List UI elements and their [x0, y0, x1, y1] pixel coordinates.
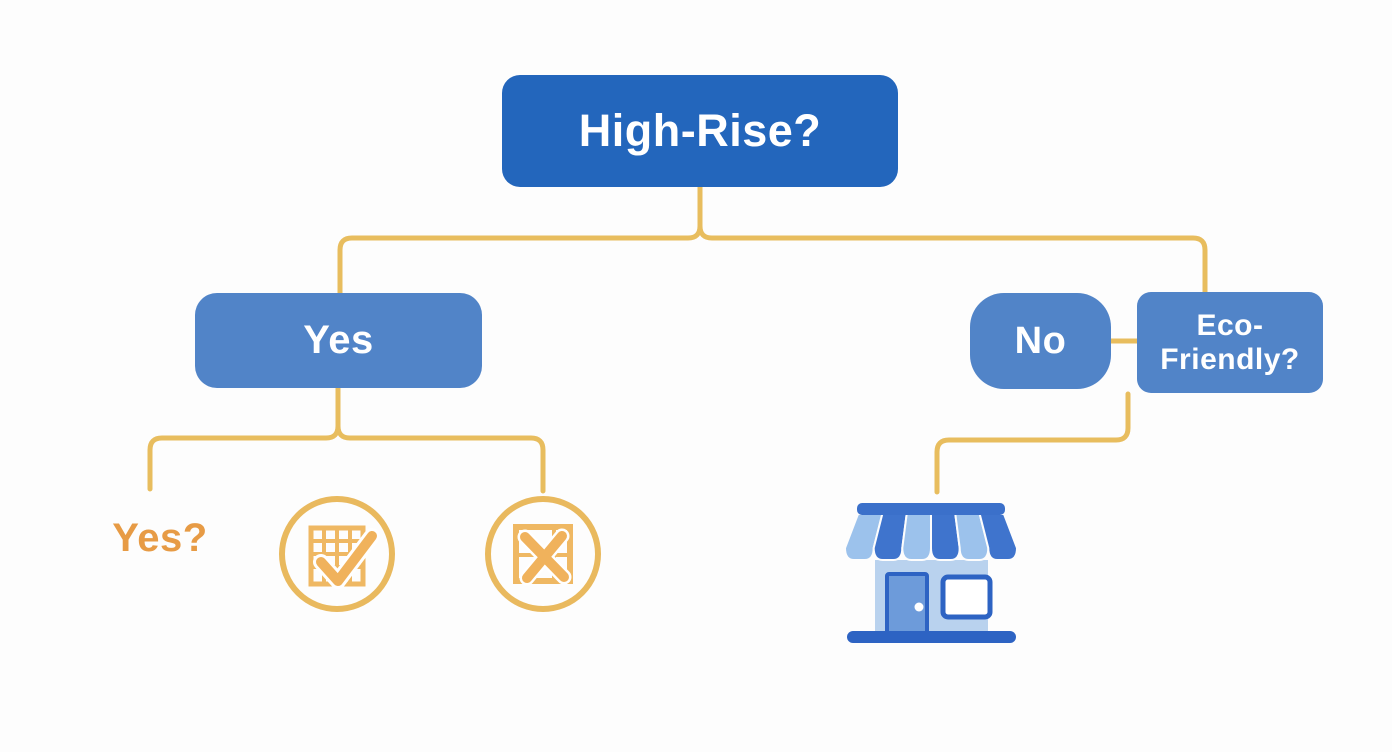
node-eco-friendly: Eco- Friendly? [1137, 292, 1323, 393]
connector-eco-to-store [934, 391, 1131, 495]
connector-yes-to-label [147, 385, 341, 492]
node-no-label: No [1014, 319, 1067, 362]
building-cross-icon [485, 496, 601, 612]
store-door-knob [914, 602, 924, 612]
connector-yes-to-cross [335, 385, 546, 494]
store-window [940, 574, 993, 620]
label-yes-question-text: Yes? [112, 516, 208, 560]
storefront-icon [843, 503, 1019, 643]
node-high-rise-label: High-Rise? [578, 105, 822, 156]
node-no: No [970, 293, 1111, 389]
label-yes-question: Yes? [108, 516, 212, 561]
connector-root-to-yes [337, 184, 703, 296]
store-base [847, 631, 1016, 643]
node-yes-label: Yes [303, 318, 374, 362]
store-awning-bar [857, 503, 1005, 515]
building-check-icon [279, 496, 395, 612]
node-high-rise: High-Rise? [502, 75, 898, 187]
node-eco-friendly-line2: Friendly? [1160, 342, 1300, 376]
connector-root-to-right [697, 184, 1208, 295]
node-yes: Yes [195, 293, 482, 388]
node-eco-friendly-line1: Eco- [1196, 308, 1264, 342]
